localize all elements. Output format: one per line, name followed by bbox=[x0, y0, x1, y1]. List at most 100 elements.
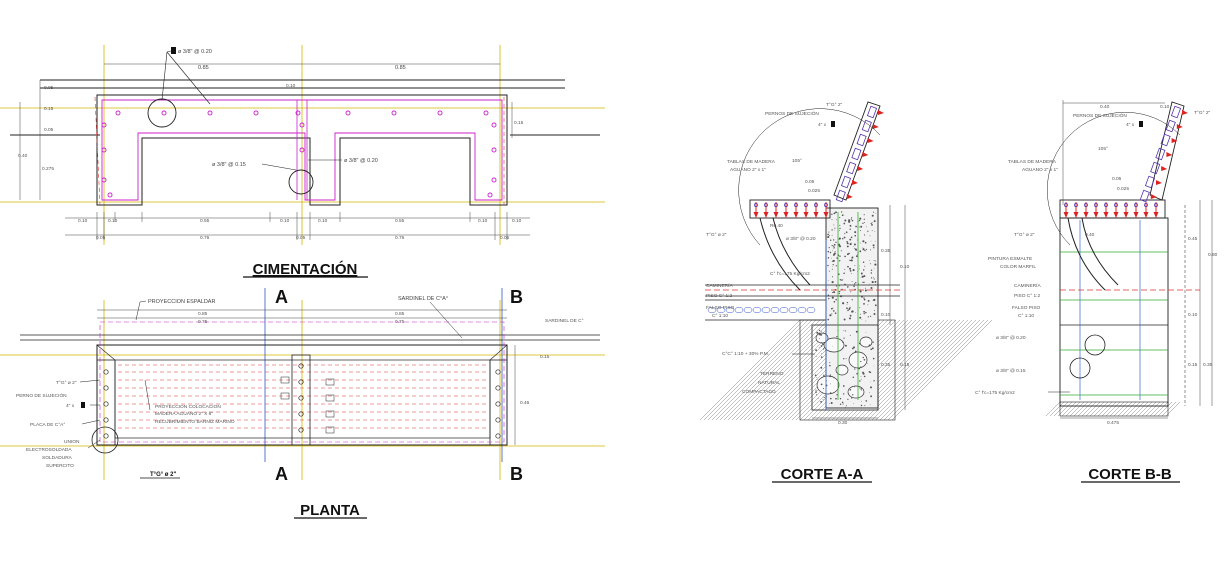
bolt-arrow bbox=[783, 212, 789, 218]
bolt-head bbox=[1144, 203, 1148, 207]
speckle bbox=[822, 399, 824, 401]
bolt-arrow bbox=[1166, 152, 1173, 157]
bolt-arrow bbox=[878, 110, 884, 115]
speckle bbox=[847, 309, 849, 312]
speckle bbox=[849, 270, 852, 272]
speckle bbox=[863, 303, 865, 305]
hatch-line bbox=[1117, 401, 1133, 417]
bolt-hole bbox=[495, 385, 501, 391]
speckle bbox=[856, 372, 858, 375]
speckle bbox=[848, 219, 851, 222]
label-aguano: AGUANO 2" x 1" bbox=[730, 167, 766, 173]
speckle bbox=[843, 272, 845, 274]
speckle bbox=[861, 296, 863, 298]
speckle bbox=[831, 229, 833, 231]
dim-label: 0.10 bbox=[286, 83, 296, 89]
speckle bbox=[862, 248, 865, 251]
label-aguano: AGUANO 2" x 1" bbox=[1022, 167, 1058, 173]
label-tubo: T°G° ø 2" bbox=[56, 380, 77, 386]
bolt-hole bbox=[298, 427, 304, 433]
speckle bbox=[867, 231, 869, 233]
dim-label: 0.10 bbox=[881, 312, 891, 318]
speckle bbox=[838, 238, 840, 240]
speckle bbox=[831, 219, 833, 220]
hatch-line bbox=[1045, 401, 1061, 417]
bolt-head bbox=[1094, 203, 1098, 207]
dim-label: 0.10 bbox=[1188, 312, 1198, 318]
speckle bbox=[841, 279, 843, 281]
speckle bbox=[851, 397, 853, 399]
speckle bbox=[832, 291, 834, 294]
speckle bbox=[860, 230, 861, 231]
speckle bbox=[854, 368, 856, 370]
speckle bbox=[831, 313, 833, 315]
label-perno-size: 4" x bbox=[66, 403, 75, 409]
dim-label: 0.55 bbox=[200, 218, 210, 224]
hatch-line bbox=[723, 319, 825, 421]
rebar-dot bbox=[253, 110, 259, 116]
speckle bbox=[818, 346, 820, 348]
speckle bbox=[839, 397, 842, 400]
label-union: UNION bbox=[64, 439, 80, 445]
speckle bbox=[849, 243, 852, 246]
speckle bbox=[846, 245, 849, 248]
speckle bbox=[816, 379, 818, 381]
gravel-layer bbox=[707, 306, 816, 314]
hatch-line bbox=[1121, 401, 1137, 417]
speckle bbox=[874, 280, 877, 283]
hatch-line bbox=[1129, 401, 1145, 417]
rebar-label-right: ø 3/8" @ 0.20 bbox=[344, 158, 378, 164]
speckle bbox=[823, 343, 825, 345]
speckle bbox=[833, 247, 835, 249]
label-pernos: PERNOS DE SUJECIÓN bbox=[1073, 112, 1127, 119]
speckle bbox=[872, 341, 874, 343]
hatch-line bbox=[1141, 401, 1157, 417]
concrete-column bbox=[825, 207, 879, 409]
speckle bbox=[849, 259, 852, 262]
speckle bbox=[859, 290, 862, 293]
label-supercito: SUPERCITO bbox=[46, 463, 74, 469]
stone bbox=[835, 364, 849, 376]
bolt-arrow bbox=[1176, 124, 1183, 129]
speckle bbox=[859, 307, 861, 309]
speckle bbox=[865, 400, 868, 402]
gravel-stone bbox=[725, 306, 735, 314]
detail-circle bbox=[1069, 357, 1091, 379]
speckle bbox=[831, 268, 833, 270]
label-radius: R0.40 bbox=[770, 223, 783, 229]
hatch-line bbox=[719, 319, 821, 421]
speckle bbox=[820, 330, 822, 332]
speckle bbox=[833, 239, 835, 241]
rebar-dot bbox=[101, 122, 107, 128]
gravel-stone bbox=[761, 306, 771, 314]
speckle bbox=[871, 224, 873, 226]
gravel-stone bbox=[716, 306, 726, 314]
dim-label: 0.35 bbox=[881, 362, 891, 368]
speckle bbox=[834, 229, 835, 231]
hatch-line bbox=[875, 319, 977, 421]
speckle bbox=[844, 268, 846, 270]
speckle bbox=[873, 298, 876, 301]
hatch-line bbox=[715, 319, 817, 421]
speckle bbox=[851, 242, 852, 244]
bolt-head bbox=[1154, 203, 1158, 207]
speckle bbox=[841, 401, 844, 404]
speckle bbox=[874, 309, 875, 311]
bolt-arrow bbox=[1156, 180, 1162, 185]
bolt-head bbox=[814, 203, 818, 207]
speckle bbox=[834, 251, 836, 253]
speckle bbox=[853, 283, 856, 285]
speckle bbox=[817, 398, 819, 400]
bolt-head bbox=[1104, 203, 1108, 207]
dim-label: 0.85 bbox=[198, 65, 209, 71]
dim-label: 0.025 bbox=[1117, 186, 1129, 192]
speckle bbox=[832, 266, 833, 267]
label-sardinel-c-1: SARDINEL DE C° bbox=[545, 318, 584, 324]
dim-label: 0.15 bbox=[1188, 362, 1198, 368]
hatch-line bbox=[1157, 401, 1173, 417]
bolt-hole bbox=[103, 417, 109, 423]
label-tubo: T°G° 2" bbox=[826, 102, 842, 108]
bolt-hole bbox=[103, 369, 109, 375]
backrest-bolts bbox=[1139, 105, 1188, 203]
gravel-stone bbox=[752, 306, 762, 314]
